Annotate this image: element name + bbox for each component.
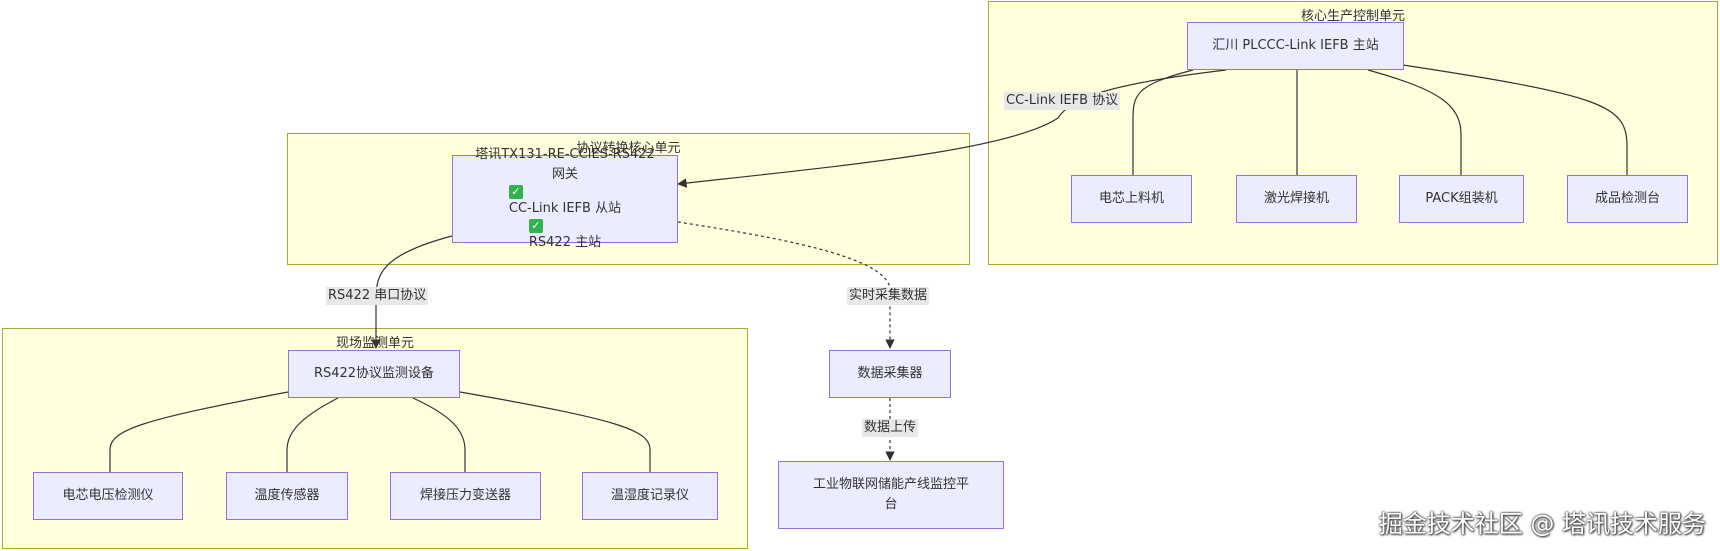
node-pack-assembly-label: PACK组装机 bbox=[1425, 191, 1498, 206]
edge-label-cclink: CC-Link IEFB 协议 bbox=[1004, 92, 1121, 110]
watermark: 掘金技术社区 @ 塔讯技术服务 bbox=[1378, 510, 1706, 538]
node-iot-platform: 工业物联网储能产线监控平 台 bbox=[778, 461, 1004, 529]
group-title-protocol: 协议转换核心单元 bbox=[576, 141, 681, 156]
edge-plc-pack bbox=[1367, 69, 1462, 175]
node-laser-weld-label: 激光焊接机 bbox=[1263, 191, 1329, 206]
edge-label-rs422: RS422 串口协议 bbox=[326, 287, 429, 305]
node-collector-label: 数据采集器 bbox=[857, 366, 923, 381]
node-plc-master: 汇川 PLCCC-Link IEFB 主站 bbox=[1187, 22, 1404, 70]
node-rs422-device-label: RS422协议监测设备 bbox=[313, 366, 435, 381]
node-laser-weld: 激光焊接机 bbox=[1236, 175, 1357, 223]
edge-plc-product-test bbox=[1402, 64, 1628, 175]
node-temp-sensor-label: 温度传感器 bbox=[254, 488, 320, 503]
edge-rs422-humidity bbox=[459, 391, 651, 472]
node-voltage-tester-label: 电芯电压检测仪 bbox=[62, 488, 154, 503]
node-gateway-line1: 塔讯TX131-RE-CCIES-RS422 bbox=[475, 147, 655, 162]
node-product-test-label: 成品检测台 bbox=[1594, 191, 1660, 206]
edge-gateway-collector bbox=[677, 221, 895, 349]
node-temp-sensor: 温度传感器 bbox=[226, 472, 348, 520]
edge-label-realtime: 实时采集数据 bbox=[847, 287, 930, 305]
node-plc-label: 汇川 PLCCC-Link IEFB 主站 bbox=[1212, 38, 1379, 53]
node-gateway-line2-prefix: 网关 bbox=[551, 167, 578, 182]
node-pressure-transmitter-label: 焊接压力变送器 bbox=[419, 488, 511, 503]
edge-rs422-temp bbox=[286, 397, 339, 472]
edge-plc-gateway bbox=[677, 69, 1227, 188]
node-gateway-line3: ✓ RS422 主站 bbox=[528, 219, 602, 253]
node-collector: 数据采集器 bbox=[829, 350, 951, 398]
group-title-core: 核心生产控制单元 bbox=[1300, 9, 1405, 24]
node-cell-feed-label: 电芯上料机 bbox=[1098, 191, 1164, 206]
node-gateway: 塔讯TX131-RE-CCIES-RS422 网关 ✓ CC-Link IEFB 从… bbox=[452, 147, 678, 250]
edge-label-upload: 数据上传 bbox=[862, 419, 919, 437]
node-gateway-line3-text: RS422 主站 bbox=[528, 235, 602, 250]
node-gateway-line2: 网关 ✓ CC-Link IEFB 从站 bbox=[508, 165, 622, 219]
check-mark-icon: ✓ bbox=[528, 219, 543, 233]
edge-rs422-pressure bbox=[412, 397, 466, 472]
edge-plc-cell-feed bbox=[1132, 69, 1194, 175]
node-pressure-transmitter: 焊接压力变送器 bbox=[390, 472, 541, 520]
node-voltage-tester: 电芯电压检测仪 bbox=[33, 472, 183, 520]
node-iot-platform-line2: 台 bbox=[884, 497, 898, 512]
check-mark-icon: ✓ bbox=[508, 185, 523, 199]
node-pack-assembly: PACK组装机 bbox=[1399, 175, 1524, 223]
node-product-test: 成品检测台 bbox=[1567, 175, 1688, 223]
node-gateway-line2-text: CC-Link IEFB 从站 bbox=[508, 201, 622, 216]
node-humidity-recorder: 温湿度记录仪 bbox=[582, 472, 718, 520]
edge-rs422-voltage bbox=[109, 391, 289, 472]
node-iot-platform-line1: 工业物联网储能产线监控平 bbox=[812, 477, 969, 492]
node-rs422-device: RS422协议监测设备 bbox=[288, 350, 460, 398]
node-cell-feed: 电芯上料机 bbox=[1071, 175, 1192, 223]
node-humidity-recorder-label: 温湿度记录仪 bbox=[610, 488, 689, 503]
